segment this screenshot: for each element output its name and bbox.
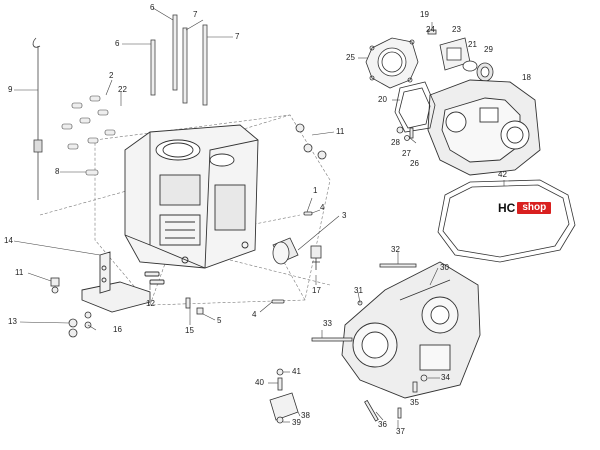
callout-21: 20 [378,95,387,104]
dowel-pins [61,95,116,176]
callout-38: 38 [301,411,310,420]
seal-parts [427,29,494,82]
callout-28: 28 [391,138,400,147]
logo-prefix: HC [498,200,516,215]
callout-12: 12 [146,299,155,308]
callout-27: 27 [402,149,411,158]
callout-7: 7 [193,10,198,19]
callout-7: 7 [235,32,240,41]
callout-23: 23 [452,25,461,34]
callout-14: 14 [4,236,13,245]
gasket-plate [365,37,419,89]
rear-housing [341,261,481,399]
callout-37: 37 [396,427,405,436]
callout-26: 26 [410,159,419,168]
callout-42: 42 [498,170,507,179]
nuts-upper [295,123,327,160]
hardware-left [50,277,92,338]
callout-6: 6 [150,3,155,12]
callout-17: 17 [312,286,321,295]
callout-36: 36 [378,420,387,429]
bushing [272,237,299,265]
callout-2: 2 [109,71,114,80]
callout-11: 11 [15,268,24,277]
callout-40: 40 [255,378,264,387]
callout-4: 4 [320,203,325,212]
mount-bracket [81,251,165,313]
rear-hardware [357,300,428,419]
plug [310,245,322,270]
crankcase-block [124,124,259,269]
callout-5: 5 [217,316,222,325]
callout-35: 35 [410,398,419,407]
callout-11: 11 [336,127,345,136]
callout-30: 30 [440,263,449,272]
callout-19: 18 [522,73,531,82]
callout-41: 41 [292,367,301,376]
callout-6: 6 [115,39,120,48]
callout-20: 19 [420,10,429,19]
callout-13: 13 [8,317,17,326]
callout-9: 9 [8,85,13,94]
long-studs [150,14,208,106]
callout-4: 4 [252,310,257,319]
long-bolts [311,263,417,422]
logo-suffix: shop [517,201,552,214]
callout-1: 1 [313,186,318,195]
callout-39: 39 [292,418,301,427]
callout-24: 24 [426,25,435,34]
callout-8: 8 [55,167,60,176]
callout-32: 32 [391,245,400,254]
callout-3: 3 [342,211,347,220]
leader-lines [13,7,505,428]
callout-33: 33 [323,319,332,328]
hcshop-logo: HC shop [498,200,570,215]
small-bracket [269,368,299,424]
side-cover [427,79,541,176]
cover-screws [396,126,414,141]
callout-34: 34 [441,373,450,382]
large-gasket [437,179,576,263]
callout-15: 15 [185,326,194,335]
callout-16: 16 [113,325,122,334]
pins-lower [185,211,313,315]
dipstick [32,37,43,200]
callout-31: 31 [354,286,363,295]
cover-gasket [394,81,436,133]
callout-25: 25 [346,53,355,62]
callout-29: 29 [484,45,493,54]
callout-18: 22 [118,85,127,94]
callout-22: 21 [468,40,477,49]
